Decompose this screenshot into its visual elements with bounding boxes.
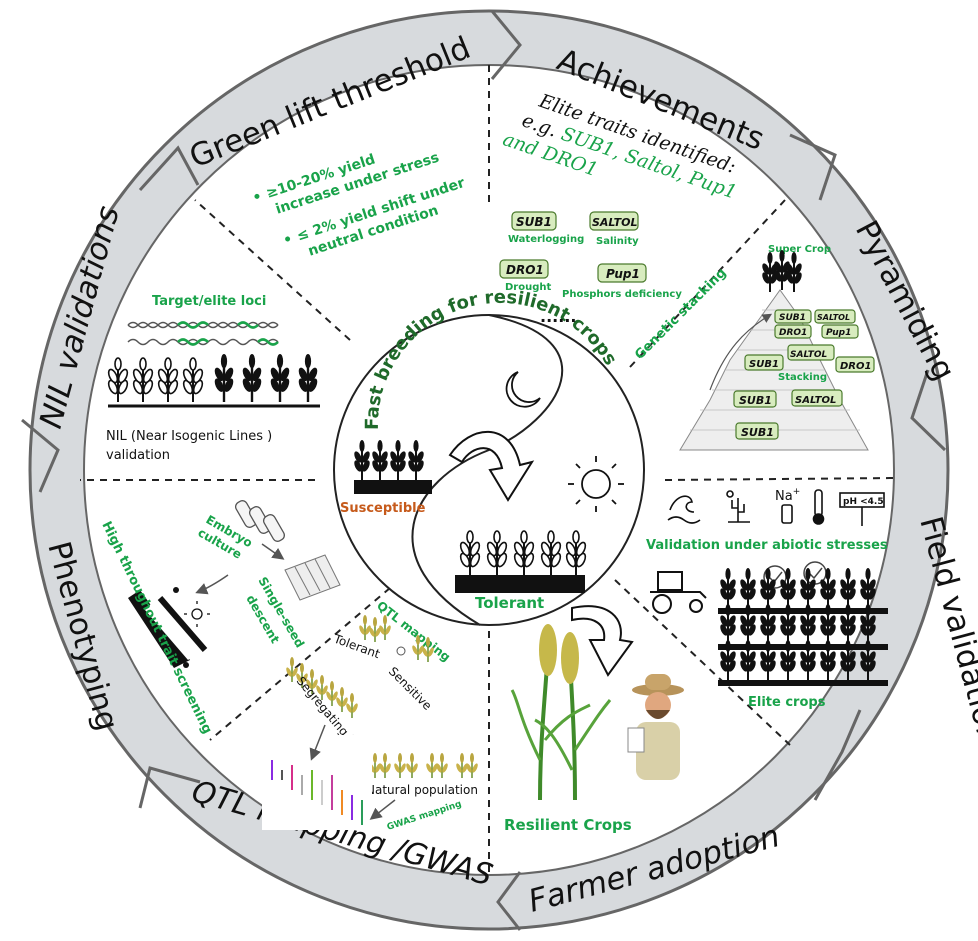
center-arrow-icon [448, 430, 535, 502]
ph-label: pH <4.5 [843, 497, 884, 507]
ellipsis: ...... [540, 307, 576, 326]
ring-chevrons [21, 10, 947, 931]
gwas-arrow-icon [369, 799, 396, 820]
sun-icon [568, 456, 624, 512]
stress-icons [667, 489, 885, 526]
gene-pup1: Pup1 [606, 267, 640, 281]
section-dividers [80, 65, 896, 875]
block-pup1: Pup1 [826, 328, 851, 338]
elite-crops-label: Elite crops [748, 695, 826, 710]
manhattan-plot [262, 735, 372, 830]
pheno-arrow-icon [195, 574, 229, 595]
block-saltol-mid: SALTOL [790, 350, 827, 360]
gene-saltol: SALTOL [592, 216, 638, 229]
block-saltol-low: SALTOL [795, 395, 836, 406]
tolerant-plants [455, 530, 589, 593]
elite-crop-rows [717, 567, 888, 686]
farmer-figure [627, 674, 684, 780]
trait-waterlogging: Waterlogging [508, 234, 584, 245]
qtl-arrow-icon [309, 724, 326, 761]
gene-sub1: SUB1 [516, 215, 552, 229]
farmer-arrow-icon [571, 605, 634, 677]
natural-population-label: Natural population [366, 783, 478, 797]
trait-phosphors: Phosphors deficiency [562, 289, 682, 300]
block-dro1-top: DRO1 [779, 328, 807, 338]
qtl-plants [357, 614, 436, 663]
na-sup: + [793, 487, 801, 497]
sun-small-icon [726, 490, 734, 498]
sun-tiny-icon [184, 601, 210, 627]
wave-icon [667, 495, 701, 524]
validation-abiotic-label: Validation under abiotic stresses [646, 538, 888, 553]
ring-label-field-validation: Field validation [912, 513, 978, 748]
salt-shaker-icon [781, 504, 793, 524]
block-sub1-top: SUB1 [779, 313, 806, 323]
gene-tags: SUB1 Waterlogging SALTOL Salinity DRO1 D… [499, 211, 682, 326]
target-loci-label: Target/elite loci [152, 294, 266, 309]
trait-salinity: Salinity [596, 236, 639, 247]
seed-tray [284, 554, 341, 601]
susceptible-label: Susceptible [340, 501, 426, 516]
tolerant-label: Tolerant [475, 594, 544, 612]
super-crop-label: Super Crop [768, 244, 831, 255]
embryo-tubes [234, 500, 286, 542]
block-sub1-mid: SUB1 [749, 359, 779, 370]
block-sub1-low: SUB1 [739, 394, 772, 407]
moon-icon [505, 371, 541, 408]
trait-drought: Drought [505, 282, 551, 293]
nil-label-2: validation [106, 448, 170, 463]
embryo-arrow-icon [261, 543, 285, 560]
resilient-crops-image [510, 624, 612, 801]
drone-icon [128, 587, 208, 668]
stacking-label: Stacking [778, 372, 827, 383]
gene-dro1: DRO1 [506, 263, 544, 277]
susceptible-plants [351, 439, 432, 494]
dna-strands [127, 321, 279, 346]
block-saltol-top: SALTOL [817, 313, 850, 322]
block-sub1-base: SUB1 [741, 426, 774, 439]
na-label: Na [775, 489, 793, 504]
nil-label-1: NIL (Near Isogenic Lines ) [106, 429, 272, 444]
pyramid-gene-blocks: SUB1 SALTOL DRO1 Pup1 SUB1 SALTOL DRO1 S… [733, 309, 875, 440]
svg-text:Na+: Na+ [775, 487, 800, 504]
tractor-icon [650, 571, 707, 614]
block-dro1-mid: DRO1 [840, 361, 871, 372]
resilient-crops-label: Resilient Crops [504, 816, 632, 834]
cactus-icon [728, 498, 750, 523]
